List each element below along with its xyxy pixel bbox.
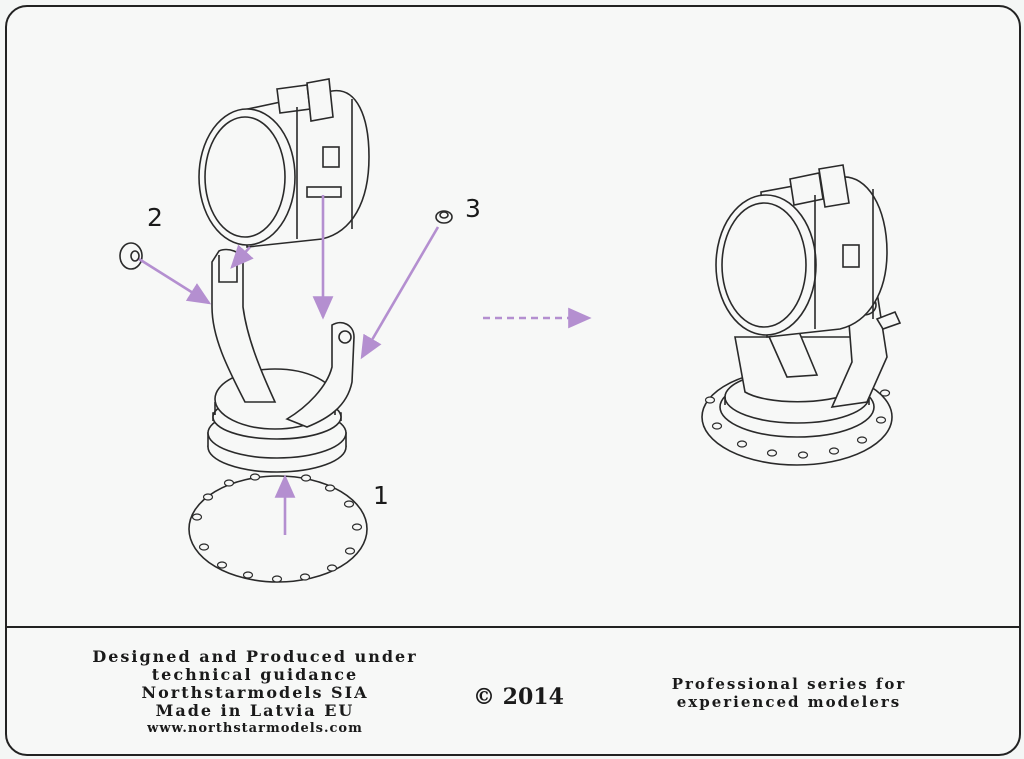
credits-line: Designed and Produced under	[92, 647, 418, 666]
label-part-2: 2	[147, 203, 163, 232]
assembly-arrows	[138, 195, 592, 535]
part-1-flange	[188, 473, 368, 583]
label-part-3: 3	[465, 194, 481, 223]
footer: Designed and Produced under technical gu…	[7, 626, 1019, 754]
credits-line: technical guidance	[151, 665, 359, 684]
website-link[interactable]: www.northstarmodels.com	[147, 721, 363, 736]
credits-block: Designed and Produced under technical gu…	[23, 648, 487, 738]
credits-line: Northstarmodels SIA	[141, 683, 369, 702]
exploded-searchlight	[119, 78, 453, 583]
copyright-notice: © 2014	[473, 684, 564, 710]
left-yoke-arm	[211, 248, 277, 403]
series-note: Professional series for experienced mode…	[619, 675, 959, 711]
credits-line: Made in Latvia EU	[155, 701, 355, 720]
instruction-sheet: 1 2 3	[5, 5, 1021, 756]
right-yoke-arm	[285, 321, 355, 428]
series-line: Professional series for	[671, 675, 907, 693]
part-3-ring	[435, 210, 453, 224]
part-2-knob	[119, 242, 143, 270]
series-line: experienced modelers	[676, 693, 902, 711]
label-part-1: 1	[373, 481, 389, 510]
lamp-head	[198, 78, 370, 248]
assembly-diagram: 1 2 3	[119, 78, 902, 583]
assembled-searchlight	[701, 164, 902, 466]
